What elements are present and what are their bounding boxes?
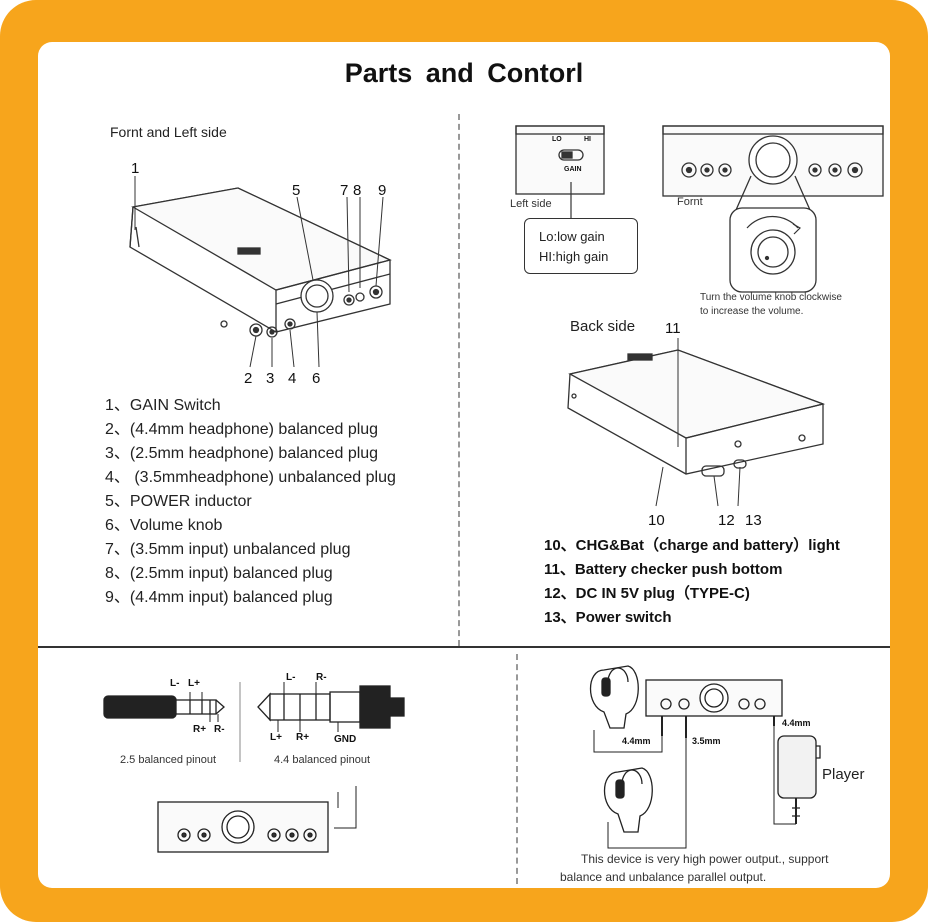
device-front-illustration (129, 176, 392, 368)
front-label: Fornt (677, 196, 703, 208)
callout-2: 2 (244, 370, 253, 387)
manual-sheet: Parts and Contorl Fornt and Left side 1 … (38, 42, 890, 888)
p25-caption: 2.5 balanced pinout (120, 754, 217, 766)
front-part-item: 4、 (3.5mmheadphone) unbalanced plug (105, 469, 396, 486)
label-44mm-left: 4.4mm (622, 736, 651, 746)
p44-l-plus: L+ (270, 732, 282, 743)
device-back-illustration (567, 338, 826, 507)
gain-explanation-box: Lo:low gain HI:high gain (524, 218, 638, 274)
front-left-heading: Fornt and Left side (110, 124, 227, 140)
front-part-item: 3、(2.5mm headphone) balanced plug (105, 445, 379, 462)
p44-r-plus: R+ (296, 732, 310, 743)
knob-note-line2: to increase the volume. (700, 306, 804, 317)
vertical-divider (458, 114, 461, 646)
front-part-item: 1、GAIN Switch (105, 397, 221, 414)
callout-12: 12 (718, 512, 735, 529)
page-title: Parts and Contorl (344, 58, 584, 88)
label-35mm: 3.5mm (692, 736, 721, 746)
front-parts-list: 1、GAIN Switch 2、(4.4mm headphone) balanc… (105, 394, 396, 610)
back-parts-list: 10、CHG&Bat（charge and battery）light 11、B… (544, 534, 840, 630)
callout-11: 11 (665, 320, 681, 337)
high-gain-text: HI:high gain (539, 249, 609, 264)
back-part-item: 10、CHG&Bat（charge and battery）light (544, 537, 840, 554)
callout-4: 4 (288, 370, 297, 387)
knob-note-line1: Turn the volume knob clockwise (700, 292, 842, 303)
front-part-item: 7、(3.5mm input) unbalanced plug (105, 541, 351, 558)
horizontal-divider (38, 646, 890, 648)
p44-l-minus: L- (286, 672, 296, 683)
callout-8: 8 (353, 182, 362, 199)
back-part-item: 13、Power switch (544, 609, 672, 626)
back-part-item: 12、DC IN 5V plug（TYPE-C) (544, 585, 750, 602)
lower-vertical-divider (516, 654, 519, 884)
front-part-item: 5、POWER inductor (105, 493, 252, 510)
callout-5: 5 (292, 182, 301, 199)
front-part-item: 2、(4.4mm headphone) balanced plug (105, 421, 379, 438)
back-part-item: 11、Battery checker push bottom (544, 561, 783, 578)
p44-caption: 4.4 balanced pinout (274, 754, 371, 766)
pinout-illustration (103, 682, 405, 853)
front-part-item: 8、(2.5mm input) balanced plug (105, 565, 333, 582)
callout-1: 1 (131, 160, 140, 177)
callout-6: 6 (312, 370, 321, 387)
label-44mm-right: 4.4mm (782, 718, 811, 728)
low-gain-text: Lo:low gain (539, 229, 605, 244)
p25-l-minus: L- (170, 678, 180, 689)
callout-10: 10 (648, 512, 665, 529)
callout-7: 7 (340, 182, 349, 199)
output-note-line2: balance and unbalance parallel output. (560, 870, 767, 884)
p44-r-minus: R- (316, 672, 327, 683)
p25-r-minus: R- (214, 724, 225, 735)
left-side-label: Left side (510, 198, 552, 210)
gain-hi-label: HI (584, 136, 591, 143)
callout-9: 9 (378, 182, 387, 199)
gain-switch-illustration (515, 125, 884, 293)
p25-l-plus: L+ (188, 678, 200, 689)
gain-switch-label: GAIN (564, 166, 582, 173)
callout-13: 13 (745, 512, 762, 529)
callout-3: 3 (266, 370, 275, 387)
output-note-line1: This device is very high power output., … (581, 852, 829, 866)
front-part-item: 9、(4.4mm input) balanced plug (105, 589, 333, 606)
p25-r-plus: R+ (193, 724, 207, 735)
connection-illustration (590, 665, 821, 849)
front-part-item: 6、Volume knob (105, 517, 223, 534)
player-label: Player (822, 766, 865, 783)
gain-lo-label: LO (552, 136, 562, 143)
back-side-heading: Back side (570, 318, 636, 335)
p44-gnd: GND (334, 734, 357, 745)
